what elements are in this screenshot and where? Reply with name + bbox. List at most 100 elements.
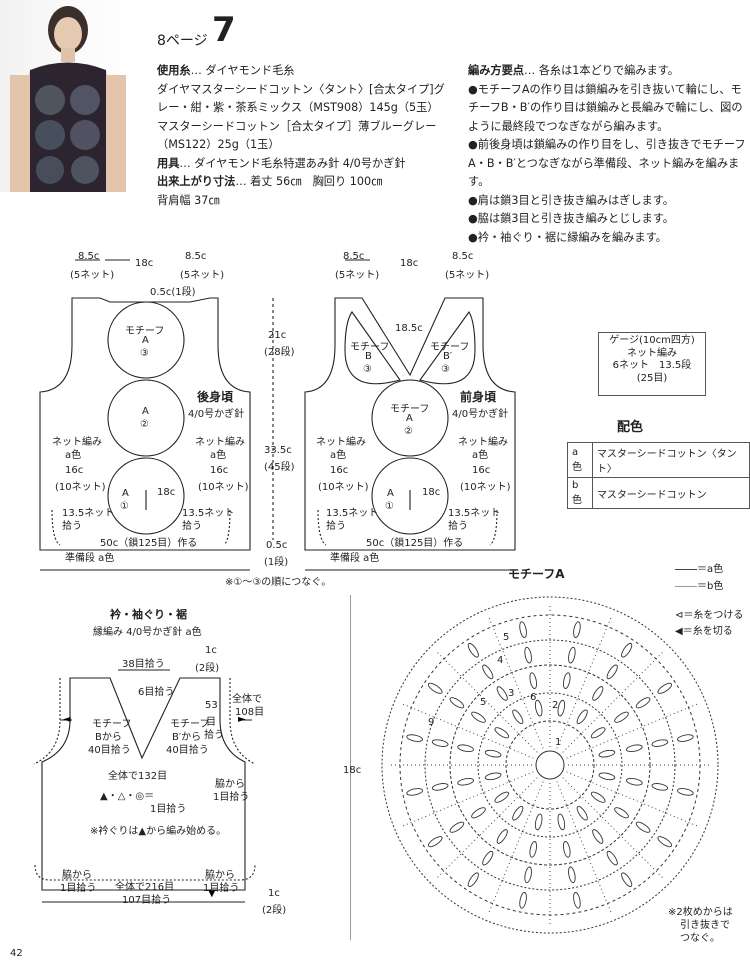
motif-stitch [496, 686, 508, 701]
motif-stitch [482, 664, 494, 680]
motif-stitch [512, 805, 524, 821]
gauge-l3: 6ネット 13.5段 [612, 360, 692, 371]
edge-sub: 縁編み 4/0号かぎ針 a色 [93, 627, 202, 638]
back-m1-n: ① [120, 501, 129, 512]
front-mb-n: ③ [363, 364, 372, 375]
back-16-r: 16c [210, 465, 229, 476]
back-m2-n: ② [140, 419, 149, 430]
mat-key-tool: 用具 [157, 156, 180, 170]
front-16-r: 16c [472, 465, 491, 476]
motif-spoke [402, 703, 534, 759]
back-top-right-net: (5ネット) [180, 270, 225, 281]
edge-b2r: (2段) [262, 905, 287, 916]
motif-round-3: 3 [508, 688, 515, 699]
back-m3-n: ③ [140, 348, 149, 359]
back-bottom: 50c（鎖125目）作る [100, 538, 198, 549]
back-acolor-r: a色 [210, 450, 227, 461]
front-135-r: 13.5ネット [448, 508, 501, 519]
dim-21c: 21c [268, 330, 287, 341]
edge-side-b1: 1目拾う [203, 883, 240, 894]
gauge-l4: (25目) [636, 372, 668, 384]
motif-stitch [635, 821, 651, 833]
motif-stitch [524, 866, 532, 884]
mat-size: … 着丈 56㎝ 胸回り 100㎝ [235, 175, 383, 188]
edge-108: 108目 [235, 707, 265, 718]
edge-side-r: 脇から [215, 779, 245, 790]
color-table: a色マスターシードコットン〈タント〉 b色マスターシードコットン [567, 442, 750, 509]
motif-stitch [562, 672, 571, 689]
back-top-left-net: (5ネット) [70, 270, 115, 281]
front-top-mid: 18c [400, 258, 419, 269]
front-net-l: ネット編み [316, 437, 366, 448]
back-acolor-l: a色 [65, 450, 82, 461]
edge-2r: (2段) [195, 663, 220, 674]
front-m1-n: ① [385, 501, 394, 512]
edge-all132: 全体で132目 [108, 771, 168, 782]
front-outline [304, 297, 516, 551]
points-intro: … 各糸は1本どりで編みます。 [523, 64, 679, 77]
edge-mb-40: 40目拾う [88, 745, 131, 756]
edge-53b: 目 [206, 717, 216, 728]
front-mb-label: モチーフ [350, 342, 390, 353]
edge-b1c: 1c [268, 888, 280, 899]
back-hook: 4/0号かぎ針 [188, 409, 245, 420]
back-net-r: ネット編み [195, 437, 245, 448]
motif-spoke [556, 781, 612, 913]
edge-38: 38目拾う [122, 659, 165, 670]
color-title: 配色 [617, 420, 644, 435]
motif-stitch [621, 642, 633, 658]
dim-45r: (45段) [264, 462, 295, 473]
legend-join: ⊲＝糸をつける [675, 610, 744, 621]
page-ref: 8ページ [157, 33, 208, 49]
motif-spoke [402, 771, 534, 827]
point-2: ●前後身頃は鎖編みの作り目をし、引き抜きでモチーフA・B・B′とつなぎながら準備… [468, 138, 746, 188]
mat-key-size: 出来上がり寸法 [157, 175, 236, 188]
motif-stitch [519, 892, 527, 909]
front-m2-label: モチーフ [390, 404, 430, 415]
front-acolor-l: a色 [330, 450, 347, 461]
motif-stitch [621, 872, 633, 888]
motif-stitch [431, 739, 449, 747]
edge-53c: 拾う [204, 730, 224, 741]
color-value: マスターシードコットン [591, 477, 750, 509]
motif-stitch [484, 772, 502, 781]
mat-yarn-main: ダイヤマスターシードコットン〈タント〉[合太タイプ]グレー・紺・紫・茶系ミックス… [157, 82, 445, 115]
back-top-left: 8.5c [78, 251, 100, 262]
gauge-l2: ネット編み [627, 347, 677, 359]
motif-stitch [557, 699, 566, 717]
back-135-l: 13.5ネット [62, 508, 115, 519]
materials-block: 使用糸… ダイヤモンド毛糸 ダイヤマスターシードコットン〈タント〉[合太タイプ]… [157, 62, 457, 210]
edge-mb2-40: 40目拾う [166, 745, 209, 756]
legend-b: ＝b色 [675, 577, 723, 592]
mat-yarn: … ダイヤモンド毛糸 [190, 64, 295, 77]
motif-stitch [457, 744, 474, 753]
back-pick-r: 拾う [182, 521, 202, 532]
edge-p1: 1目拾う [150, 804, 187, 815]
dim-335c: 33.5c [264, 445, 292, 456]
motif-stitch [677, 734, 694, 742]
edge-sym: ▲・△・◎＝ [100, 791, 155, 802]
motif-stitch [576, 709, 588, 725]
front-135-l: 13.5ネット [326, 508, 379, 519]
motif-stitch [657, 682, 673, 694]
motif-stitch [519, 621, 527, 638]
motif-stitch [606, 664, 618, 680]
motif-stitch [677, 788, 694, 796]
motif-stitch [471, 711, 486, 723]
svg-text:◄: ◄ [63, 714, 71, 725]
motif-stitch [573, 621, 581, 638]
edge-53: 53 [205, 700, 218, 711]
motif-spoke [566, 771, 698, 827]
back-pick-l: 拾う [62, 521, 82, 532]
svg-text:▼: ▼ [208, 888, 216, 899]
motif-stitch [467, 872, 479, 888]
motif-stitch [590, 727, 606, 739]
front-mb2-label: モチーフ [430, 342, 470, 353]
front-pick-l: 拾う [326, 521, 346, 532]
front-m1-a: A [387, 488, 394, 499]
back-outline [39, 297, 251, 551]
front-top-left: 8.5c [343, 251, 365, 262]
motif-stitch [598, 772, 616, 781]
motif-stitch [524, 646, 532, 664]
front-motif-1 [371, 457, 449, 535]
